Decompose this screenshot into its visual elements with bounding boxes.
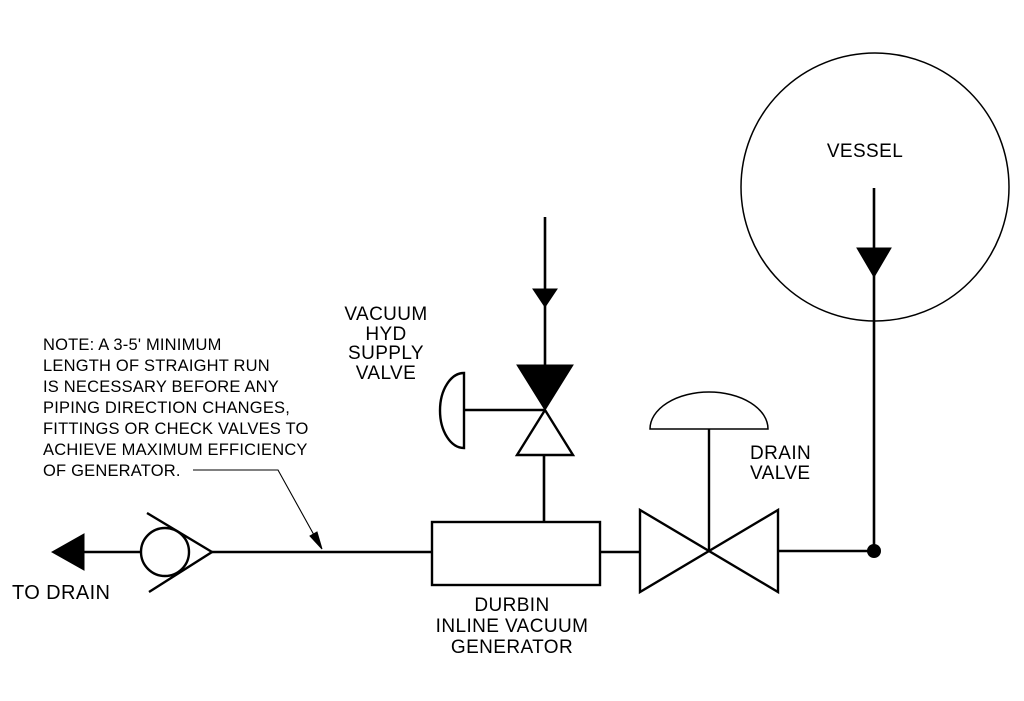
note-line: ACHIEVE MAXIMUM EFFICIENCY [43, 441, 308, 459]
note-line: PIPING DIRECTION CHANGES, [43, 399, 290, 417]
vacuum-valve-label-line: HYD [365, 324, 406, 345]
drain-valve-right-triangle [706, 507, 780, 595]
note-line: NOTE: A 3-5' MINIMUM [43, 336, 222, 354]
vacuum-valve-lower-triangle [514, 407, 576, 457]
drain-valve-label-line: DRAIN [750, 443, 811, 464]
note-line: LENGTH OF STRAIGHT RUN [43, 357, 270, 375]
to-drain-label: TO DRAIN [12, 582, 110, 604]
vessel-label: VESSEL [827, 141, 903, 162]
generator-label-line: INLINE VACUUM [436, 616, 589, 637]
check-valve-chevron [146, 511, 215, 594]
vacuum-valve-label-line: SUPPLY [348, 343, 424, 364]
generator-label-line: GENERATOR [451, 637, 573, 658]
note-annotation: NOTE: A 3-5' MINIMUM LENGTH OF STRAIGHT … [43, 336, 323, 550]
drain-valve-label-line: VALVE [750, 463, 810, 484]
note-line: IS NECESSARY BEFORE ANY [43, 378, 279, 396]
vessel-flow-arrow-icon [856, 247, 892, 278]
drain-valve-dome-actuator-icon [649, 391, 769, 430]
drain-valve-symbol [638, 391, 780, 595]
note-line: FITTINGS OR CHECK VALVES TO [43, 420, 308, 438]
vacuum-valve-actuator-icon [438, 371, 466, 450]
generator-label-line: DURBIN [474, 595, 549, 616]
note-leader-arrow-icon [309, 531, 323, 550]
generator-box [430, 520, 602, 587]
check-valve-circle [139, 526, 191, 578]
note-leader-line [193, 469, 320, 545]
vacuum-valve-label-line: VACUUM [344, 304, 427, 325]
check-valve-symbol [139, 511, 215, 594]
note-line: OF GENERATOR. [43, 462, 181, 480]
drain-valve-left-triangle [638, 507, 712, 595]
supply-flow-arrow-icon [532, 288, 558, 308]
to-drain-flow-arrow-icon [50, 533, 85, 571]
vacuum-valve-upper-triangle [516, 364, 574, 411]
vacuum-valve-label-line: VALVE [356, 363, 416, 384]
vacuum-supply-valve-symbol [438, 364, 576, 457]
